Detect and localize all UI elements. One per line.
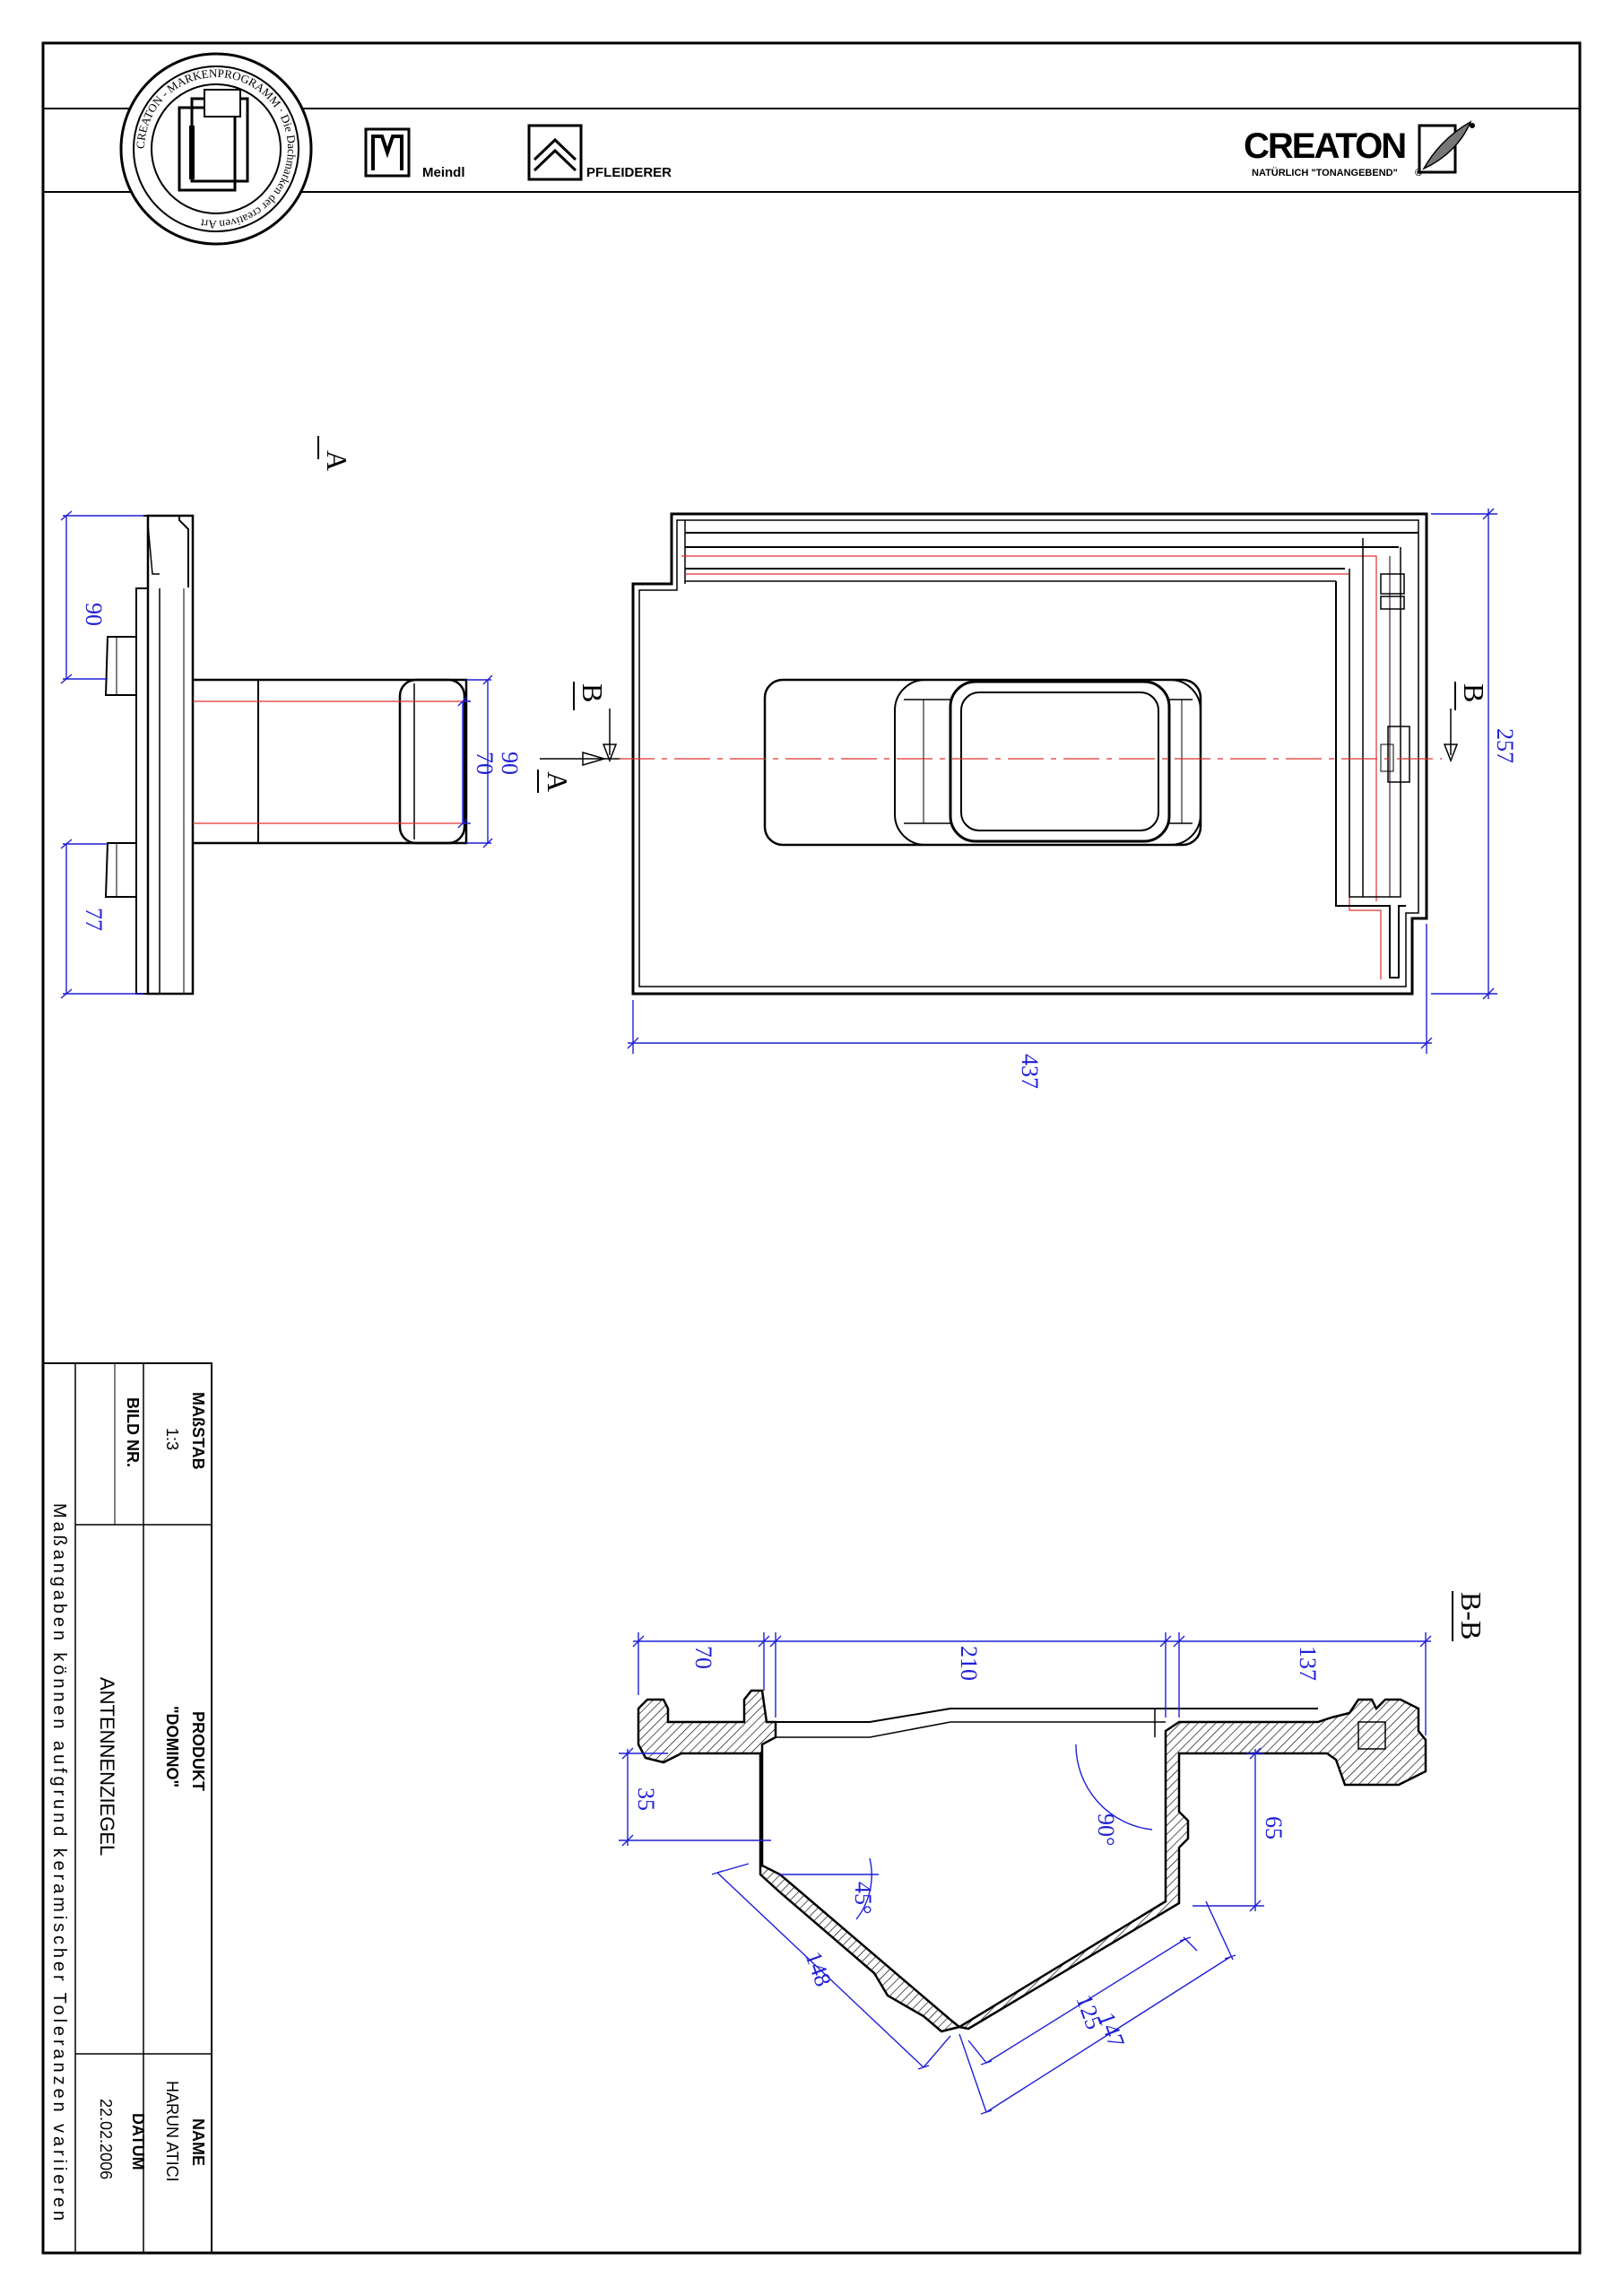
meindl-logo-icon [364,127,411,178]
dim-sec-210: 210 [956,1646,982,1681]
meindl-label: Meindl [422,165,465,180]
pfleiderer-label: PFLEIDERER [586,165,672,180]
dim-plan-height: 257 [1492,728,1518,763]
dim-side-bottom: 77 [81,908,107,931]
product-name: ANTENNENZIEGEL [96,1677,118,1856]
datum-value: 22.02.2006 [97,2099,115,2179]
section-b-left: B [577,683,609,702]
header-band: CREATON - MARKENPROGRAMM · Die Dachmarke… [43,52,1580,246]
dim-side-top: 90 [81,603,107,626]
dim-sec-147: 147 [1093,2009,1130,2051]
dim-sec-45deg: 45° [850,1882,876,1914]
dim-side-inner: 70 [472,752,498,775]
feather-icon [1418,120,1475,174]
creaton-wordmark: CREATON [1244,126,1405,166]
massstab-value: 1:3 [163,1428,181,1450]
dim-plan-width: 437 [1017,1054,1043,1089]
name-value: HARUN ATICI [163,2081,181,2182]
title-block: MAßSTAB 1:3 BILD NR. PRODUKT "DOMINO" AN… [42,1362,213,2254]
name-label: NAME [189,2118,207,2166]
massstab-label: MAßSTAB [189,1392,207,1470]
section-a-marker: A [542,771,574,792]
dim-sec-137: 137 [1295,1646,1321,1681]
side-view [104,514,468,996]
datum-label: DATUM [129,2113,147,2170]
dim-sec-90deg: 90° [1093,1813,1119,1846]
produkt-value: "DOMINO" [163,1706,181,1787]
plan-view-dimensions: 437 257 [627,508,1518,1089]
dim-sec-148: 148 [800,1948,837,1990]
dim-sec-65: 65 [1261,1816,1287,1839]
section-b-right: B [1458,683,1490,702]
view-a-label: A [321,450,353,471]
pfleiderer-logo-icon [527,124,583,181]
section-bb-label: B-B [1455,1592,1488,1639]
section-markers: B A B [537,682,1490,793]
side-view-dimensions: 90 77 70 90 [60,510,523,999]
dim-sec-70: 70 [690,1646,716,1669]
tolerance-note: Maßangaben können aufgrund keramischer T… [49,1503,69,2221]
dim-side-outer: 90 [497,752,523,775]
creaton-tagline: NATÜRLICH "TONANGEBEND" [1252,167,1398,178]
plan-view [619,512,1442,996]
creaton-logo: CREATON NATÜRLICH "TONANGEBEND" ® [1244,120,1475,178]
section-bb-view [637,1689,1427,2033]
sheet-border [41,41,1582,2255]
bild-nr-label: BILD NR. [124,1397,142,1467]
creaton-seal-icon: CREATON - MARKENPROGRAMM · Die Dachmarke… [119,52,313,246]
section-bb-dimensions: 70 210 137 35 65 90° 45° 148 125 147 [619,1632,1432,2115]
produkt-label: PRODUKT [189,1711,207,1791]
dim-sec-35: 35 [633,1787,659,1811]
